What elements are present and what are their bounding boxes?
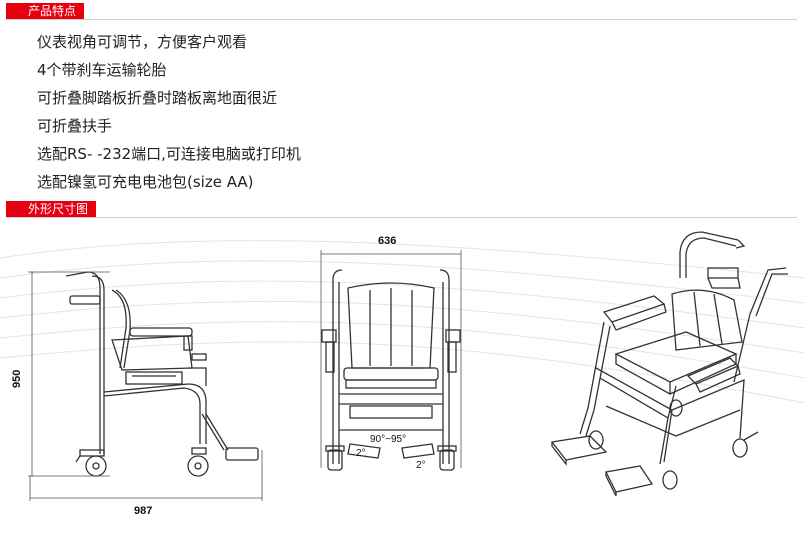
depth-dimension: 987 xyxy=(134,505,152,517)
feature-item: 可折叠扶手 xyxy=(37,117,113,135)
backrest-angle: 90°~95° xyxy=(370,434,406,445)
side-view-dimensions xyxy=(28,271,263,501)
dimension-drawing: 950 987 636 xyxy=(0,231,805,517)
features-title: 产品特点 xyxy=(6,3,85,19)
feature-item: 4个带刹车运输轮胎 xyxy=(37,61,167,79)
side-view-chair xyxy=(65,271,259,477)
feature-list: 仪表视角可调节，方便客户观看 4个带刹车运输轮胎 可折叠脚踏板折叠时踏板离地面很… xyxy=(37,28,301,196)
dimensions-title: 外形尺寸图 xyxy=(6,201,97,217)
feature-item: 仪表视角可调节，方便客户观看 xyxy=(37,33,248,51)
features-header: 产品特点 xyxy=(0,2,805,20)
divider xyxy=(6,19,797,20)
foot-angle-right: 2° xyxy=(416,460,426,471)
front-view-dimensions xyxy=(320,250,462,468)
feature-item: 选配镍氢可充电电池包(size AA) xyxy=(37,173,254,191)
foot-angle-left: 2° xyxy=(356,448,366,459)
width-dimension: 636 xyxy=(378,235,396,247)
front-view-chair xyxy=(321,269,461,471)
feature-item: 选配RS- -232端口,可连接电脑或打印机 xyxy=(37,145,301,163)
background-swoosh xyxy=(0,240,805,404)
isometric-view-chair xyxy=(550,231,788,497)
height-dimension: 950 xyxy=(11,370,23,388)
divider xyxy=(6,217,797,218)
dimensions-header: 外形尺寸图 xyxy=(0,200,805,218)
feature-item: 可折叠脚踏板折叠时踏板离地面很近 xyxy=(37,89,278,107)
